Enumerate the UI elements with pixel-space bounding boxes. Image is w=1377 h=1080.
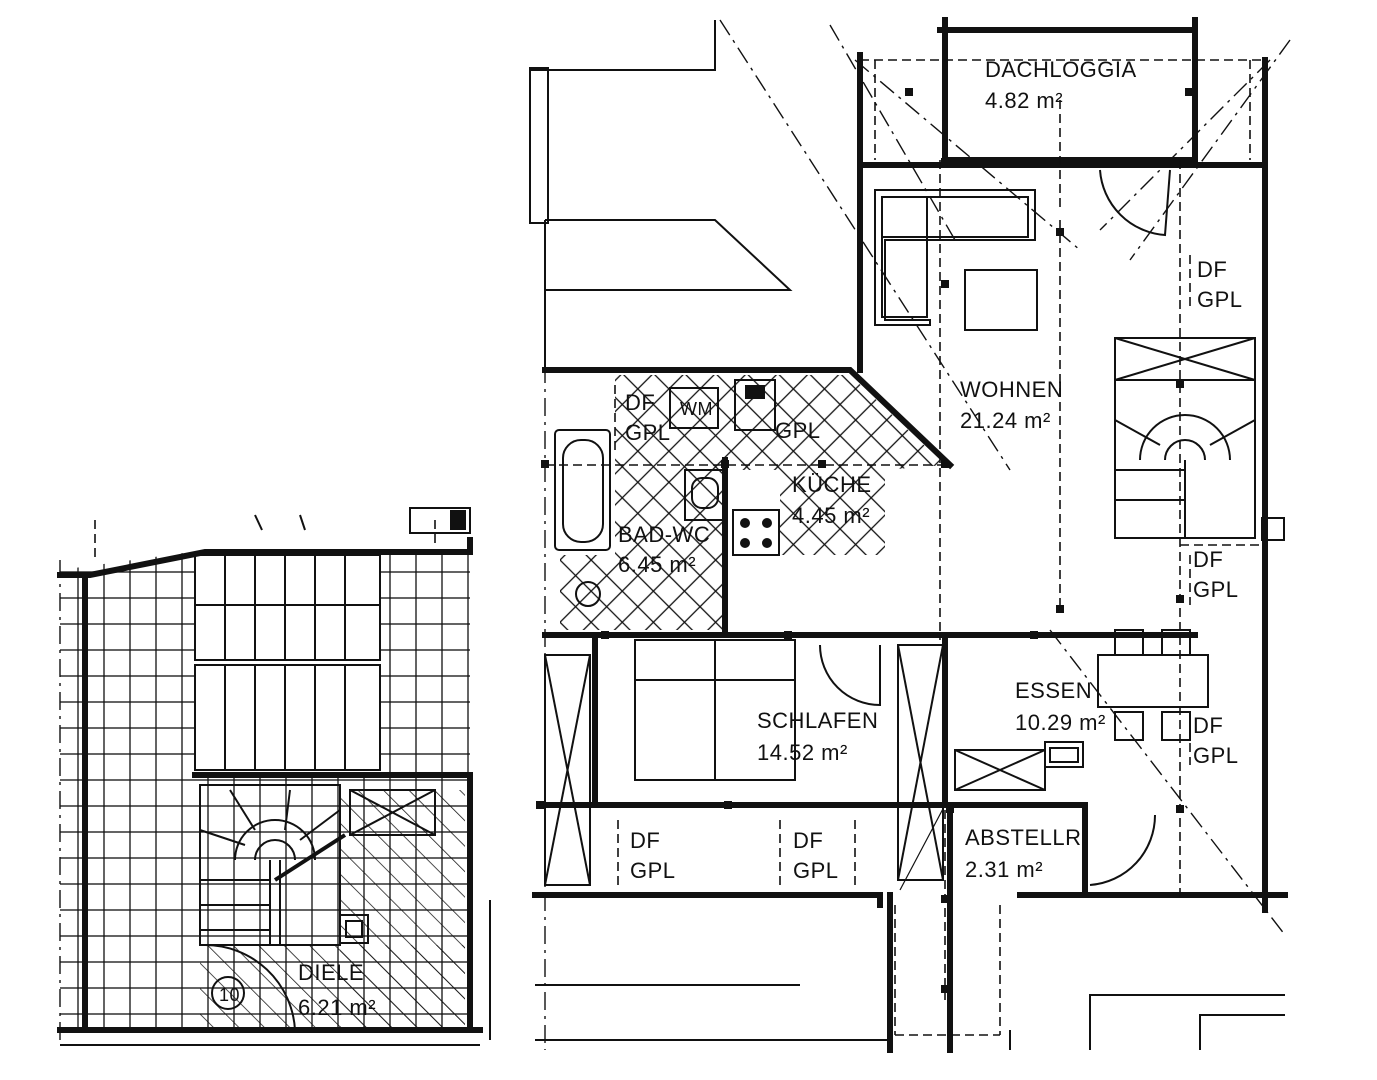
room-name-essen: ESSEN xyxy=(1015,678,1092,703)
room-labels: DACHLOGGIA 4.82 m² WOHNEN 21.24 m² KÜCHE… xyxy=(219,57,1137,1020)
stair-step-number: 10 xyxy=(219,985,240,1005)
stair-flight-middle xyxy=(194,664,381,771)
df-label: DF xyxy=(1193,713,1223,738)
room-name-kueche: KÜCHE xyxy=(792,472,872,497)
df-label: DF xyxy=(1193,547,1223,572)
room-name-diele: DIELE xyxy=(298,960,364,985)
room-area-wohnen: 21.24 m² xyxy=(960,408,1051,433)
room-area-bad: 6.45 m² xyxy=(618,552,696,577)
gpl-label: GPL xyxy=(775,418,821,443)
gpl-label: GPL xyxy=(1193,743,1239,768)
gpl-label: GPL xyxy=(793,858,839,883)
df-label: DF xyxy=(1197,257,1227,282)
gpl-label: GPL xyxy=(1197,287,1243,312)
room-area-essen: 10.29 m² xyxy=(1015,710,1106,735)
room-area-kueche: 4.45 m² xyxy=(792,503,870,528)
gpl-label: GPL xyxy=(625,420,671,445)
sofa xyxy=(874,189,1036,326)
stair-flight-upper xyxy=(194,554,381,661)
room-name-bad: BAD-WC xyxy=(618,522,710,547)
apartment-section xyxy=(529,17,1291,1053)
room-name-abstell: ABSTELLR. xyxy=(965,825,1088,850)
apartment-stair xyxy=(1114,337,1285,541)
living-table xyxy=(964,269,1038,331)
room-name-wohnen: WOHNEN xyxy=(960,377,1063,402)
df-label: DF xyxy=(625,390,655,415)
stairwell-section xyxy=(57,507,491,1046)
room-area-dachloggia: 4.82 m² xyxy=(985,88,1063,113)
room-area-diele: 6.21 m² xyxy=(298,995,376,1020)
gpl-label: GPL xyxy=(630,858,676,883)
washing-machine-label: WM xyxy=(680,399,713,419)
room-name-schlafen: SCHLAFEN xyxy=(757,708,878,733)
roof-slope-labels: DF GPL DF GPL DF GPL DF GPL GPL DF GPL D… xyxy=(625,257,1243,883)
room-name-dachloggia: DACHLOGGIA xyxy=(985,57,1137,82)
room-area-abstell: 2.31 m² xyxy=(965,857,1043,882)
room-area-schlafen: 14.52 m² xyxy=(757,740,848,765)
df-label: DF xyxy=(630,828,660,853)
df-label: DF xyxy=(793,828,823,853)
spiral-stair xyxy=(199,784,347,946)
dining-table xyxy=(1097,629,1209,741)
gpl-label: GPL xyxy=(1193,577,1239,602)
bed xyxy=(634,639,796,781)
